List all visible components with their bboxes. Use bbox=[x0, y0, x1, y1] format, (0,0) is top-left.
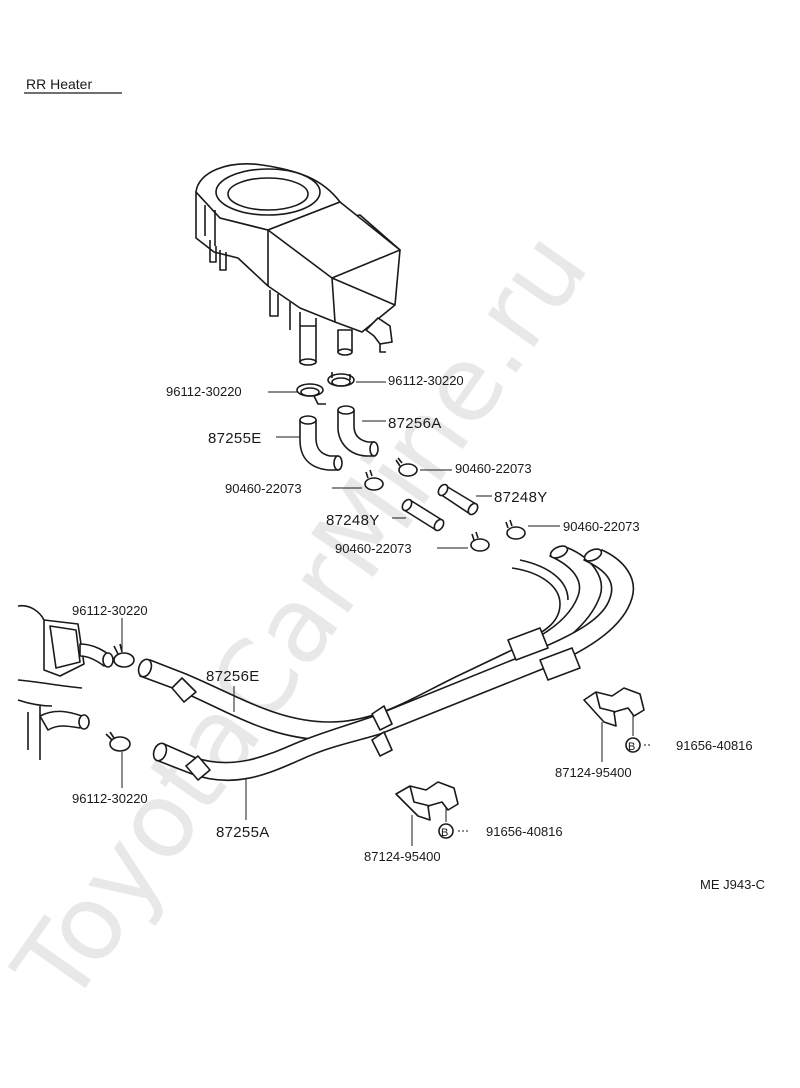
hose-assembly-lower bbox=[137, 545, 635, 782]
label-clamp-left-bottom: 96112-30220 bbox=[72, 791, 148, 806]
clip-90460-upper-left bbox=[364, 469, 384, 491]
page-title: RR Heater bbox=[26, 76, 92, 92]
pipe-87248Y-right bbox=[437, 483, 479, 516]
label-hose-87255A: 87255A bbox=[216, 824, 270, 841]
clip-90460-lower-right bbox=[505, 519, 526, 540]
label-bolt-right: 91656-40816 bbox=[676, 738, 753, 753]
hose-87256A bbox=[337, 405, 379, 457]
hose-87255E bbox=[299, 415, 343, 471]
label-hose-87256E: 87256E bbox=[206, 668, 260, 685]
bolt-marker-b-center: B bbox=[441, 827, 448, 839]
label-clamp-top-left: 96112-30220 bbox=[166, 384, 242, 399]
vehicle-body-outline bbox=[17, 604, 114, 760]
label-hose-87256A: 87256A bbox=[388, 415, 442, 432]
label-pipe-87248Y-left: 87248Y bbox=[326, 512, 380, 529]
hose-clamp-96112-right bbox=[327, 372, 355, 387]
bolt-91656-center: B bbox=[438, 808, 470, 839]
label-clip-2: 90460-22073 bbox=[225, 481, 302, 496]
label-clip-4: 90460-22073 bbox=[563, 519, 640, 534]
rear-heater-unit bbox=[195, 163, 401, 366]
hose-clamp-96112-left bbox=[296, 383, 326, 405]
label-hose-87255E: 87255E bbox=[208, 430, 262, 447]
bolt-marker-b-right: B bbox=[628, 741, 635, 753]
label-clip-3: 90460-22073 bbox=[335, 541, 412, 556]
label-clamp-bracket-right: 87124-95400 bbox=[555, 765, 632, 780]
label-clamp-left-top: 96112-30220 bbox=[72, 603, 148, 618]
label-bolt-center: 91656-40816 bbox=[486, 824, 563, 839]
bolt-91656-right: B bbox=[625, 714, 652, 753]
label-clip-1: 90460-22073 bbox=[455, 461, 532, 476]
label-clamp-bracket-center: 87124-95400 bbox=[364, 849, 441, 864]
hose-clamp-96112-left-bottom bbox=[105, 731, 131, 752]
clip-90460-lower-left bbox=[470, 531, 490, 552]
clamp-bracket-87124-right bbox=[583, 687, 645, 727]
label-pipe-87248Y-right: 87248Y bbox=[494, 489, 548, 506]
hose-clamp-96112-left-top bbox=[113, 643, 135, 668]
label-clamp-top-right: 96112-30220 bbox=[388, 373, 464, 388]
pipe-87248Y-left bbox=[401, 498, 445, 532]
clamp-bracket-87124-center bbox=[395, 781, 459, 821]
clip-90460-upper-right bbox=[395, 457, 418, 477]
diagram-code: ME J943-C bbox=[700, 877, 765, 892]
